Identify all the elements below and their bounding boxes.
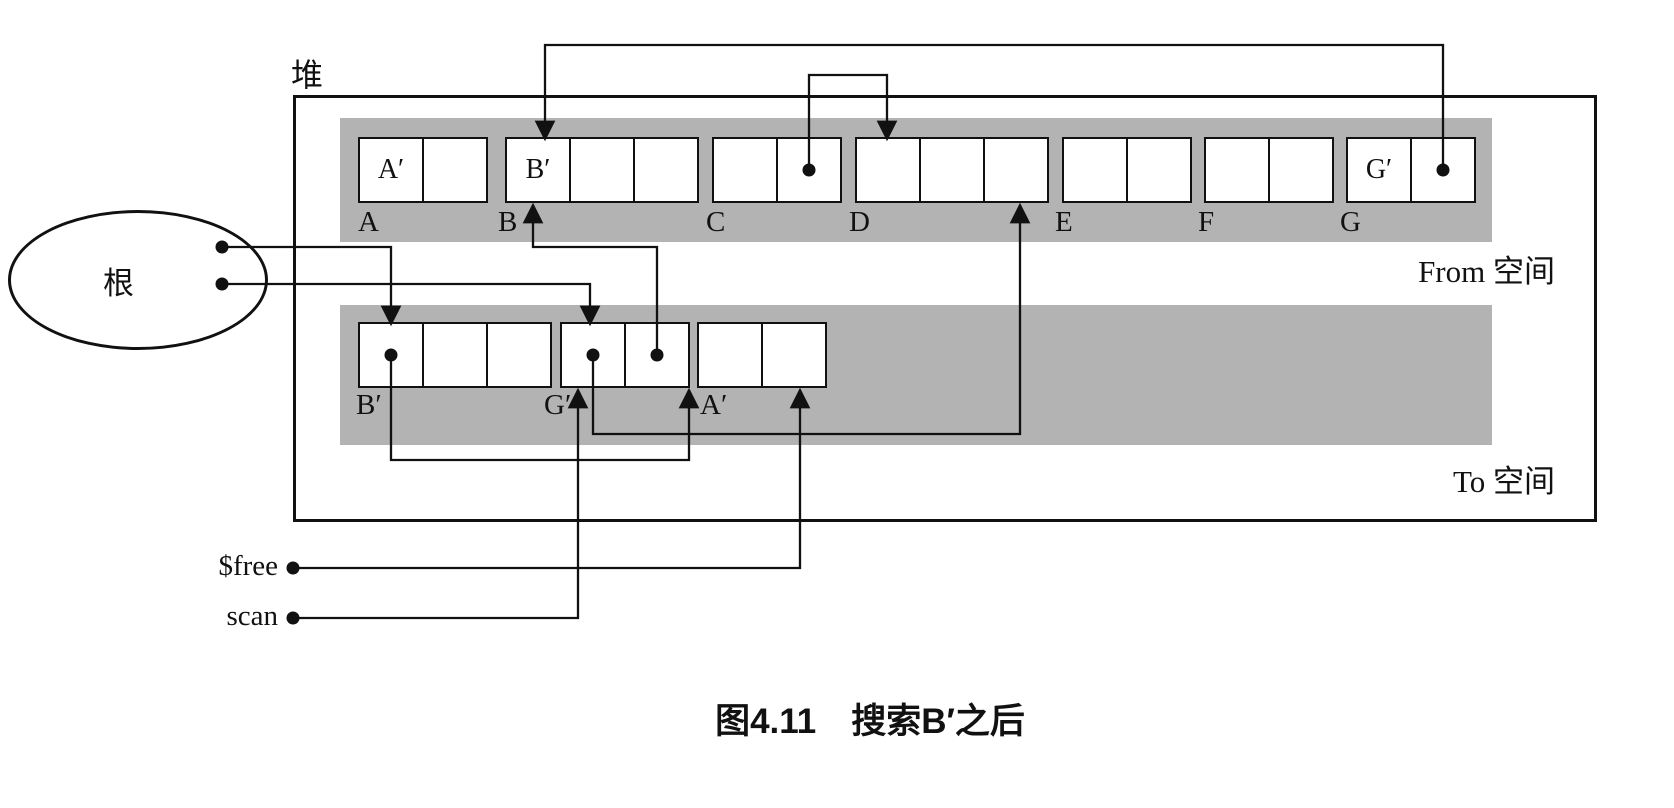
to-object-label-Gprime: G′: [544, 389, 572, 421]
memory-cell: G′: [1346, 137, 1412, 203]
to-object-Aprime: [697, 322, 827, 388]
cell-value: B′: [525, 154, 551, 185]
to-space-label: To 空间: [1452, 464, 1555, 499]
scan-pointer-label: scan: [226, 600, 278, 632]
memory-cell: [761, 322, 827, 388]
memory-cell: [855, 137, 921, 203]
pointer-dot: [286, 561, 300, 575]
to-object-Bprime: •: [358, 322, 552, 388]
to-object-label-Aprime: A′: [700, 389, 728, 421]
memory-cell: [1062, 137, 1128, 203]
root-label: 根: [103, 265, 134, 301]
to-object-label-Bprime: B′: [356, 389, 382, 421]
heap-label: 堆: [291, 57, 324, 93]
from-object-label-E: E: [1055, 206, 1073, 238]
to-object-Gprime: • •: [560, 322, 690, 388]
from-object-C: •: [712, 137, 842, 203]
memory-cell: •: [560, 322, 626, 388]
memory-cell: [1268, 137, 1334, 203]
from-object-F: [1204, 137, 1334, 203]
memory-cell: [569, 137, 635, 203]
memory-cell: [422, 322, 488, 388]
figure-caption: 图4.11 搜索B′之后: [715, 702, 1025, 741]
from-object-label-D: D: [849, 206, 870, 238]
memory-cell: B′: [505, 137, 571, 203]
memory-cell: •: [776, 137, 842, 203]
memory-cell: [1126, 137, 1192, 203]
memory-cell: [697, 322, 763, 388]
from-object-label-B: B: [498, 206, 518, 238]
from-object-B: B′: [505, 137, 699, 203]
memory-cell: A′: [358, 137, 424, 203]
memory-cell: [633, 137, 699, 203]
cell-value: •: [652, 339, 662, 370]
memory-cell: [712, 137, 778, 203]
from-object-E: [1062, 137, 1192, 203]
cell-value: •: [804, 154, 814, 185]
memory-cell: •: [624, 322, 690, 388]
cell-value: •: [386, 339, 396, 370]
cell-value: G′: [1365, 154, 1393, 185]
from-object-A: A′: [358, 137, 488, 203]
memory-cell: •: [1410, 137, 1476, 203]
from-object-label-C: C: [706, 206, 726, 238]
pointer-dot: [286, 611, 300, 625]
memory-cell: •: [358, 322, 424, 388]
cell-value: •: [1438, 154, 1448, 185]
memory-cell: [486, 322, 552, 388]
from-object-D: [855, 137, 1049, 203]
cell-value: •: [588, 339, 598, 370]
from-object-G: G′ •: [1346, 137, 1476, 203]
cell-value: A′: [377, 154, 405, 185]
root-node: 根: [8, 210, 268, 350]
memory-cell: [422, 137, 488, 203]
free-pointer-label: $free: [218, 550, 278, 582]
memory-cell: [983, 137, 1049, 203]
from-space-label: From 空间: [1418, 254, 1555, 289]
from-object-label-A: A: [358, 206, 379, 238]
from-object-label-F: F: [1198, 206, 1215, 238]
memory-cell: [1204, 137, 1270, 203]
memory-cell: [919, 137, 985, 203]
from-object-label-G: G: [1340, 206, 1361, 238]
